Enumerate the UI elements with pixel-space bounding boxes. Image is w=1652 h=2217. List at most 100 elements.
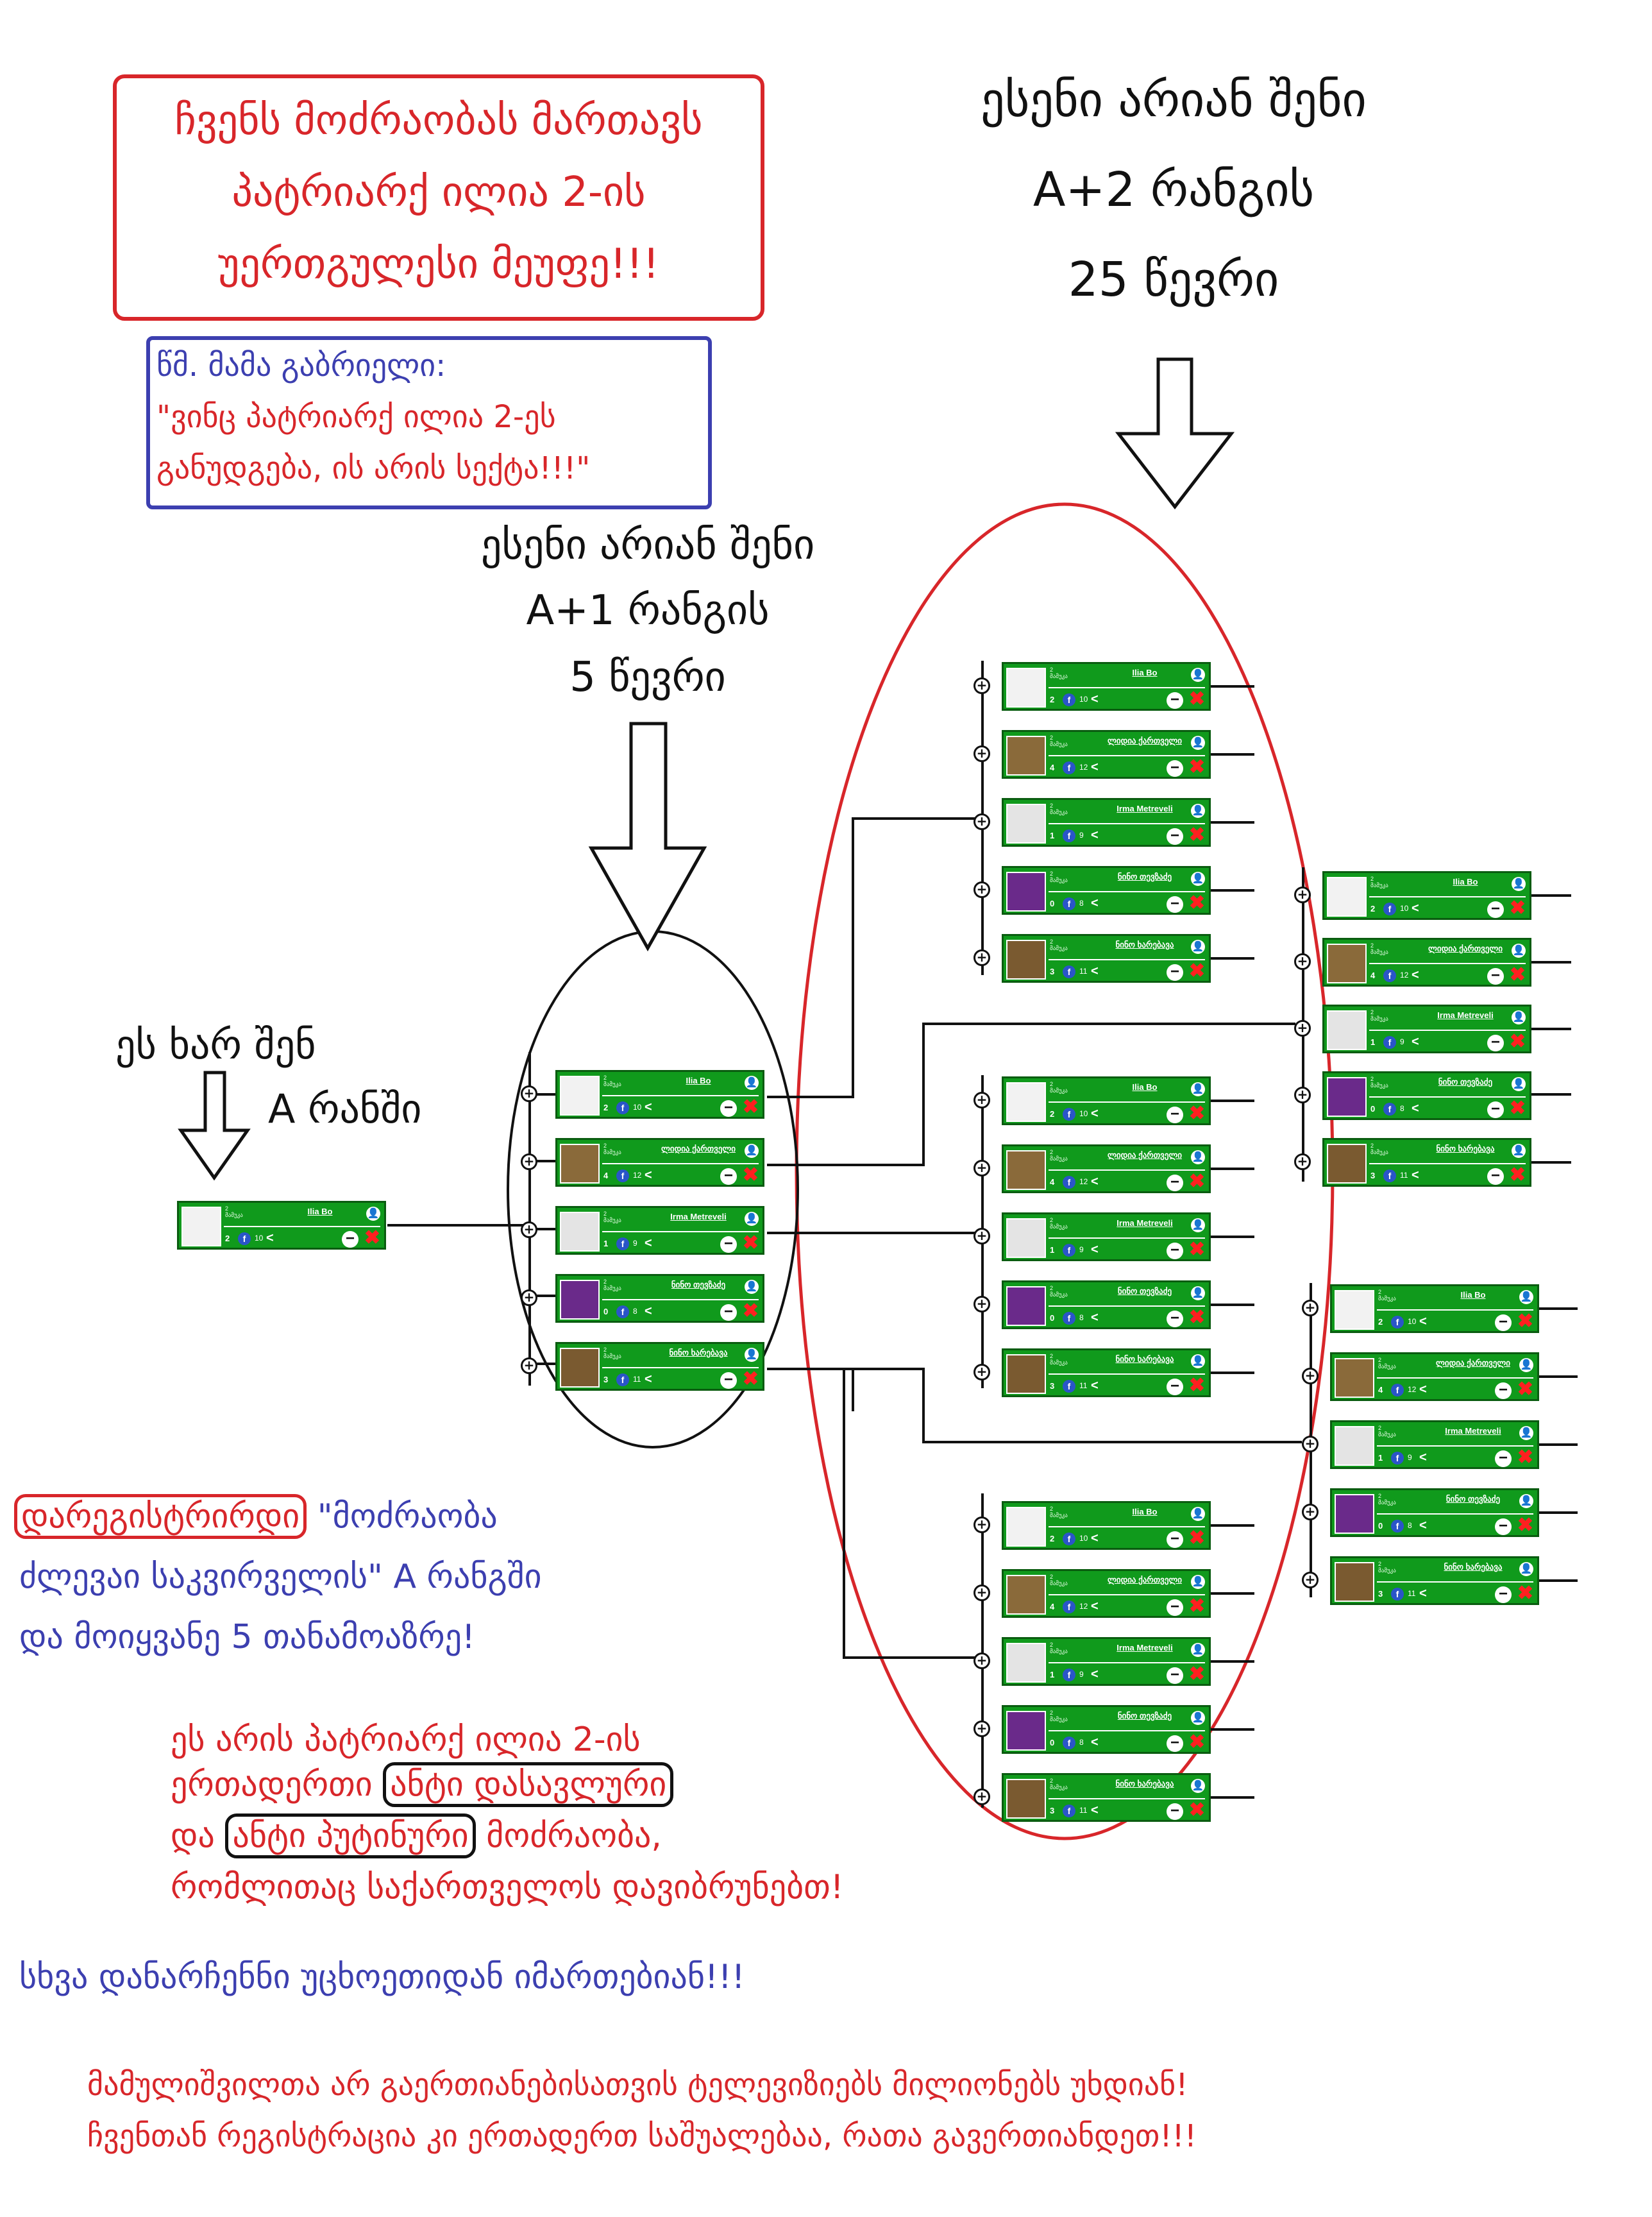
remove-icon[interactable]: −	[720, 1100, 737, 1117]
share-icon[interactable]: <	[645, 1168, 652, 1182]
share-icon[interactable]: <	[1412, 1035, 1419, 1049]
expand-icon[interactable]: +	[973, 1092, 990, 1108]
expand-icon[interactable]: +	[973, 949, 990, 966]
user-icon[interactable]: 👤	[1191, 736, 1205, 750]
share-icon[interactable]: <	[645, 1372, 652, 1386]
share-icon[interactable]: <	[1412, 1101, 1419, 1116]
user-icon[interactable]: 👤	[745, 1076, 759, 1090]
expand-icon[interactable]: +	[973, 745, 990, 762]
facebook-icon[interactable]: f	[616, 1373, 629, 1386]
share-icon[interactable]: <	[1419, 1518, 1427, 1533]
share-icon[interactable]: <	[1419, 1450, 1427, 1465]
facebook-icon[interactable]: f	[1063, 897, 1075, 910]
facebook-icon[interactable]: f	[1391, 1452, 1404, 1465]
facebook-icon[interactable]: f	[616, 1305, 629, 1318]
expand-icon[interactable]: +	[1302, 1572, 1319, 1588]
facebook-icon[interactable]: f	[1383, 1103, 1396, 1116]
expand-icon[interactable]: +	[1302, 1300, 1319, 1316]
delete-icon[interactable]: ✖	[1188, 1799, 1205, 1821]
share-icon[interactable]: <	[1091, 1803, 1099, 1817]
remove-icon[interactable]: −	[1167, 692, 1183, 709]
expand-icon[interactable]: +	[973, 1652, 990, 1669]
member-name-link[interactable]: Ilia Bo	[686, 1076, 711, 1085]
expand-icon[interactable]: +	[973, 1364, 990, 1380]
remove-icon[interactable]: −	[1167, 1599, 1183, 1616]
share-icon[interactable]: <	[1091, 1667, 1099, 1681]
expand-icon[interactable]: +	[973, 1296, 990, 1312]
delete-icon[interactable]: ✖	[742, 1096, 759, 1117]
delete-icon[interactable]: ✖	[1188, 1307, 1205, 1328]
user-icon[interactable]: 👤	[1191, 804, 1205, 818]
remove-icon[interactable]: −	[1167, 1107, 1183, 1123]
share-icon[interactable]: <	[1091, 1735, 1099, 1749]
user-icon[interactable]: 👤	[1191, 1150, 1205, 1164]
member-name-link[interactable]: Ilia Bo	[1132, 1507, 1158, 1516]
share-icon[interactable]: <	[1412, 901, 1419, 915]
user-icon[interactable]: 👤	[1191, 940, 1205, 954]
remove-icon[interactable]: −	[1167, 1803, 1183, 1820]
facebook-icon[interactable]: f	[1063, 829, 1075, 842]
delete-icon[interactable]: ✖	[1517, 1583, 1533, 1604]
member-name-link[interactable]: ნინო თევზაძე	[1446, 1494, 1501, 1504]
delete-icon[interactable]: ✖	[742, 1300, 759, 1321]
share-icon[interactable]: <	[1419, 1586, 1427, 1601]
facebook-icon[interactable]: f	[1383, 1036, 1396, 1049]
user-icon[interactable]: 👤	[1512, 1010, 1526, 1024]
share-icon[interactable]: <	[1091, 1379, 1099, 1393]
remove-icon[interactable]: −	[1495, 1314, 1512, 1331]
delete-icon[interactable]: ✖	[1188, 1103, 1205, 1124]
delete-icon[interactable]: ✖	[1509, 964, 1526, 985]
remove-icon[interactable]: −	[1167, 1735, 1183, 1752]
delete-icon[interactable]: ✖	[1188, 1171, 1205, 1192]
remove-icon[interactable]: −	[1495, 1450, 1512, 1467]
facebook-icon[interactable]: f	[616, 1169, 629, 1182]
facebook-icon[interactable]: f	[1063, 761, 1075, 774]
share-icon[interactable]: <	[1091, 760, 1099, 774]
member-name-link[interactable]: ლიდია ქართველი	[1108, 736, 1182, 745]
facebook-icon[interactable]: f	[1391, 1520, 1404, 1533]
remove-icon[interactable]: −	[1167, 1379, 1183, 1395]
delete-icon[interactable]: ✖	[742, 1232, 759, 1253]
user-icon[interactable]: 👤	[1519, 1494, 1533, 1508]
delete-icon[interactable]: ✖	[1188, 824, 1205, 845]
facebook-icon[interactable]: f	[1383, 969, 1396, 982]
delete-icon[interactable]: ✖	[1517, 1515, 1533, 1536]
expand-icon[interactable]: +	[973, 1720, 990, 1737]
expand-icon[interactable]: +	[973, 1788, 990, 1805]
member-name-link[interactable]: Irma Metreveli	[1117, 1218, 1173, 1228]
delete-icon[interactable]: ✖	[1188, 1527, 1205, 1549]
member-name-link[interactable]: Irma Metreveli	[1117, 1643, 1173, 1652]
share-icon[interactable]: <	[1091, 828, 1099, 842]
member-name-link[interactable]: Irma Metreveli	[1437, 1010, 1494, 1020]
facebook-icon[interactable]: f	[1391, 1588, 1404, 1601]
delete-icon[interactable]: ✖	[742, 1164, 759, 1185]
remove-icon[interactable]: −	[720, 1168, 737, 1185]
user-icon[interactable]: 👤	[1191, 1218, 1205, 1232]
share-icon[interactable]: <	[645, 1304, 652, 1318]
expand-icon[interactable]: +	[973, 1228, 990, 1244]
share-icon[interactable]: <	[645, 1100, 652, 1114]
facebook-icon[interactable]: f	[238, 1232, 251, 1245]
remove-icon[interactable]: −	[1167, 1311, 1183, 1327]
expand-icon[interactable]: +	[973, 1584, 990, 1601]
share-icon[interactable]: <	[1091, 1107, 1099, 1121]
remove-icon[interactable]: −	[1487, 901, 1504, 918]
delete-icon[interactable]: ✖	[1188, 1239, 1205, 1260]
delete-icon[interactable]: ✖	[1188, 1595, 1205, 1617]
expand-icon[interactable]: +	[521, 1357, 537, 1374]
share-icon[interactable]: <	[1091, 1599, 1099, 1613]
user-icon[interactable]: 👤	[1512, 877, 1526, 891]
user-icon[interactable]: 👤	[1191, 872, 1205, 886]
facebook-icon[interactable]: f	[1063, 1669, 1075, 1681]
user-icon[interactable]: 👤	[366, 1207, 380, 1221]
